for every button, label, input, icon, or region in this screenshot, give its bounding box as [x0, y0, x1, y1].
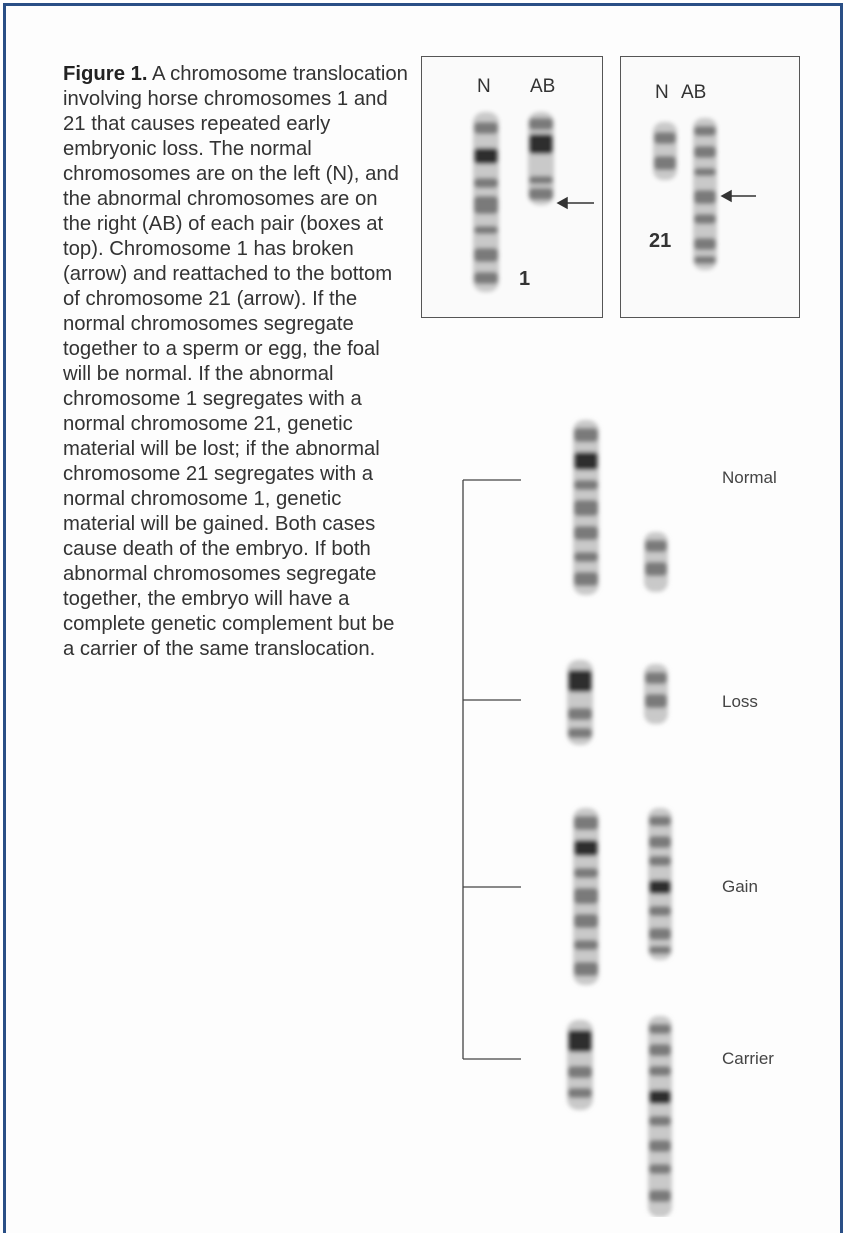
outcome-normal-label: Normal: [722, 468, 777, 487]
chromosome-21-abnormal: [693, 118, 717, 270]
pair-21-normal-label: N: [655, 82, 669, 103]
outcome-bracket: [462, 479, 521, 1060]
chromosome-1-abnormal: [528, 112, 554, 205]
chromosome-21-number: 21: [649, 230, 672, 252]
caption-label: Figure 1.: [63, 63, 148, 85]
loss-row-chromosome-21: [644, 664, 668, 724]
breakpoint-arrow-21: [720, 189, 756, 203]
normal-row-chromosome-21: [644, 532, 668, 592]
loss-row-chromosome-1: [567, 660, 593, 745]
breakpoint-arrow-1: [556, 196, 594, 210]
gain-row-chromosome-21: [648, 808, 672, 960]
carrier-row-chromosome-21: [648, 1016, 672, 1217]
pair-21-abnormal-label: AB: [681, 82, 707, 103]
pair-1-abnormal-label: AB: [530, 76, 556, 97]
caption-text: A chromosome translocation involving hor…: [63, 63, 408, 660]
chromosome-1-normal: [473, 112, 499, 292]
gain-row-chromosome-1: [573, 808, 599, 985]
chromosome-21-normal: [653, 122, 677, 180]
outcome-gain-label: Gain: [722, 877, 758, 896]
pair-1-normal-label: N: [477, 76, 491, 97]
pair-1-box: [421, 56, 603, 318]
carrier-row-chromosome-1: [567, 1020, 593, 1110]
normal-row-chromosome-1: [573, 420, 599, 595]
outcome-loss-label: Loss: [722, 692, 758, 711]
outcome-carrier-label: Carrier: [722, 1049, 774, 1068]
figure-caption: Figure 1. A chromosome translocation inv…: [63, 62, 408, 662]
chromosome-1-number: 1: [519, 268, 531, 290]
